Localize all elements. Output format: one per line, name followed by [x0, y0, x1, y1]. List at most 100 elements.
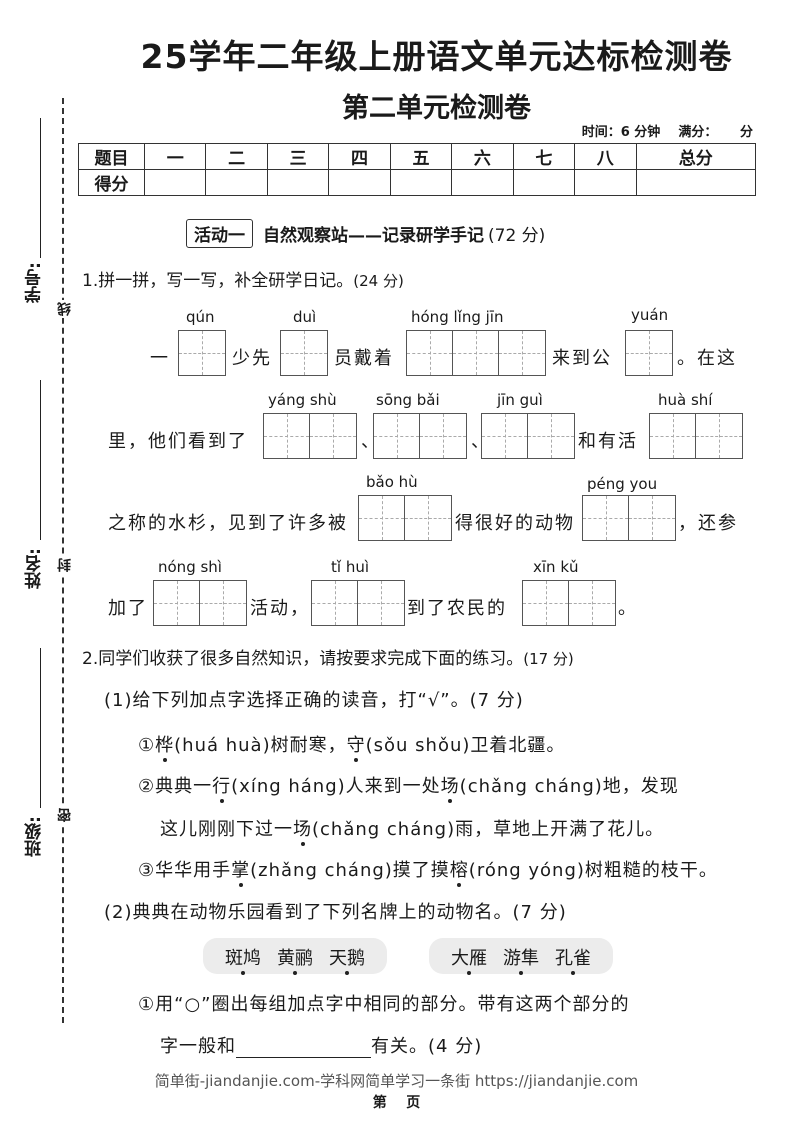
item-text: ③华华用手: [138, 860, 232, 881]
pinyin: qún: [186, 308, 215, 326]
question-1-score: (24 分): [353, 272, 404, 290]
name-label: 姓名:: [25, 548, 45, 589]
animal-name: 黄鹂: [277, 944, 313, 975]
item-1: ①桦(huá huà)树耐寒，守(sǒu shǒu)卫着北疆。: [138, 731, 566, 762]
pinyin: duì: [293, 308, 317, 326]
text-segment: 一: [150, 348, 170, 369]
score-header-cell: 一: [143, 143, 207, 170]
animal-name-plate-1: 斑鸠黄鹂天鹅: [203, 938, 387, 975]
animal-name: 孔雀: [555, 944, 591, 975]
page-title: 25学年二年级上册语文单元达标检测卷: [140, 37, 733, 76]
binding-margin: 学号: 线 姓名: 封 班级: 密: [0, 0, 78, 1121]
text-segment: ，还参: [678, 513, 738, 534]
char-grid[interactable]: [178, 330, 226, 376]
char-grid[interactable]: [280, 330, 328, 376]
score-table-score-row: 得分: [78, 169, 756, 196]
sub-question-2: (2)典典在动物乐园看到了下列名牌上的动物名。(7 分): [104, 902, 567, 923]
animal-name: 游隼: [503, 944, 539, 975]
pinyin-choice[interactable]: (chǎng cháng)雨，草地上开满了花儿。: [312, 819, 665, 840]
char-grid[interactable]: [625, 330, 673, 376]
item-text: ②典典一: [138, 776, 213, 797]
score-header-cell: 六: [451, 143, 514, 170]
question-2: 2.同学们收获了很多自然知识，请按要求完成下面的练习。(17 分): [82, 644, 574, 669]
question-2-score: (17 分): [523, 650, 574, 668]
dotted-char: 守: [347, 731, 366, 762]
score-cell[interactable]: [205, 169, 268, 196]
char-grid[interactable]: [481, 413, 575, 459]
text-segment: 员戴着: [334, 348, 394, 369]
score-header-cell: 五: [389, 143, 453, 170]
item-4: ①用“○”圈出每组加点字中相同的部分。带有这两个部分的: [138, 994, 630, 1015]
score-header-cell: 七: [512, 143, 576, 170]
score-header-cell: 总分: [635, 143, 756, 170]
score-cell[interactable]: [328, 169, 391, 196]
name-line: [40, 380, 41, 540]
pinyin-choice[interactable]: (huá huà)树耐寒，: [174, 735, 347, 756]
student-id-line: [40, 118, 41, 258]
writing-line-2: 里，他们看到了 、 、 和有活: [80, 413, 780, 461]
writing-line-4: 加了 活动， 到了农民的 。: [80, 580, 780, 628]
text-segment: 。在这: [677, 348, 737, 369]
char-grid[interactable]: [311, 580, 405, 626]
pinyin-choice[interactable]: (róng yóng)树粗糙的枝干。: [468, 860, 718, 881]
pinyin: hóng lǐng jīn: [411, 308, 504, 326]
score-cell[interactable]: [451, 169, 514, 196]
text-segment: 得很好的动物: [455, 513, 575, 534]
activity-score: (72 分): [488, 226, 546, 246]
char-grid[interactable]: [373, 413, 467, 459]
seal-char-feng: 封: [55, 556, 75, 574]
seal-char-xian: 线: [55, 300, 75, 318]
pinyin: xīn kǔ: [533, 558, 579, 576]
char-grid[interactable]: [358, 495, 452, 541]
student-id-label: 学号:: [25, 262, 45, 303]
class-label: 班级:: [25, 816, 45, 857]
pinyin: péng you: [587, 475, 658, 493]
char-grid[interactable]: [582, 495, 676, 541]
score-table-header-row: 题目 一 二 三 四 五 六 七 八 总分: [78, 143, 756, 170]
pinyin-choice[interactable]: (xíng háng)人来到一处: [231, 776, 441, 797]
dotted-char: 场: [293, 815, 312, 846]
answer-blank[interactable]: [236, 1040, 371, 1058]
char-grid[interactable]: [263, 413, 357, 459]
pinyin: yáng shù: [268, 391, 337, 409]
score-cell[interactable]: [574, 169, 637, 196]
sub-question-1: (1)给下列加点字选择正确的读音，打“√”。(7 分): [104, 690, 524, 711]
score-row-label: 得分: [78, 169, 145, 196]
pinyin-choice[interactable]: (chǎng cháng)地，发现: [459, 776, 679, 797]
item-text: 有关。(4 分): [371, 1036, 483, 1057]
score-header-cell: 题目: [78, 143, 145, 170]
char-grid[interactable]: [522, 580, 616, 626]
question-1-label: 1.拼一拼，写一写，补全研学日记。: [82, 271, 354, 291]
page-subtitle: 第二单元检测卷: [342, 93, 531, 124]
pinyin: bǎo hù: [366, 473, 418, 491]
pinyin: jīn guì: [497, 391, 543, 409]
pinyin-choice[interactable]: (zhǎng cháng)摸了摸: [250, 860, 450, 881]
page-number: 第 页: [372, 1095, 421, 1111]
char-grid[interactable]: [649, 413, 743, 459]
score-cell[interactable]: [512, 169, 576, 196]
score-cell[interactable]: [143, 169, 207, 196]
dotted-char: 场: [441, 772, 460, 803]
pinyin: tǐ huì: [331, 558, 369, 576]
animal-name: 天鹅: [329, 944, 365, 975]
activity-tag: 活动一: [186, 219, 253, 248]
char-grid[interactable]: [406, 330, 546, 376]
char-grid[interactable]: [153, 580, 247, 626]
score-cell[interactable]: [266, 169, 330, 196]
pinyin-choice[interactable]: (sǒu shǒu)卫着北疆。: [365, 735, 566, 756]
dotted-char: 桦: [155, 731, 174, 762]
text-segment: 加了: [108, 598, 148, 619]
text-segment: 。: [618, 598, 638, 619]
score-header-cell: 八: [574, 143, 637, 170]
score-cell[interactable]: [389, 169, 453, 196]
text-segment: 少先: [232, 348, 272, 369]
pinyin: sōng bǎi: [376, 391, 440, 409]
item-text: 这儿刚刚下过一: [160, 819, 293, 840]
pinyin: huà shí: [658, 391, 713, 409]
class-line: [40, 648, 41, 808]
activity-title: 自然观察站——记录研学手记: [263, 226, 484, 246]
score-cell[interactable]: [635, 169, 756, 196]
text-segment: 和有活: [578, 431, 638, 452]
dotted-char: 榕: [450, 856, 469, 887]
item-text: 字一般和: [160, 1036, 236, 1057]
